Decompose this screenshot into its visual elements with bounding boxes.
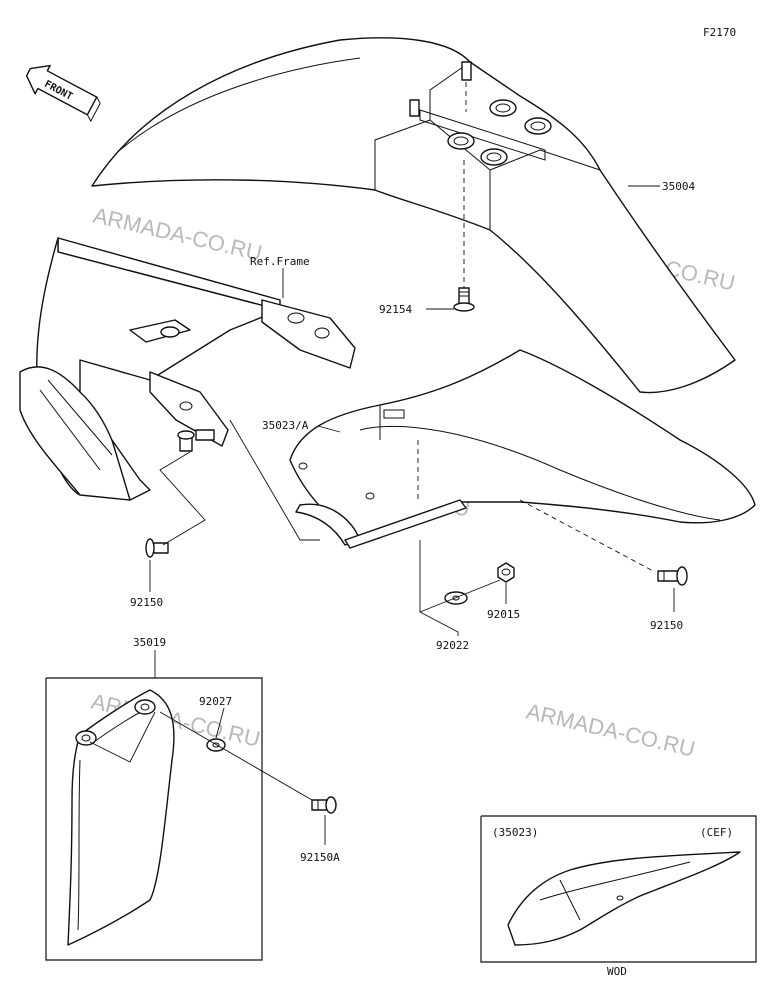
- inset-variant: (CEF): [700, 826, 733, 839]
- mud-flap: [67, 689, 175, 946]
- leader-flap-bolt-axis: [159, 711, 313, 801]
- bolt-92154: [453, 287, 475, 312]
- inset-footer: WOD: [607, 965, 627, 978]
- label-92015: 92015: [487, 608, 520, 621]
- mount-holes: [447, 99, 552, 166]
- inset-part-ref: (35023): [492, 826, 538, 839]
- label-92027: 92027: [199, 695, 232, 708]
- label-92022: 92022: [436, 639, 469, 652]
- inset-cef: (35023) (CEF) WOD: [480, 815, 757, 978]
- front-fender-upper: [91, 37, 736, 394]
- label-35004: 35004: [662, 180, 695, 193]
- bolt-92150-left: [145, 538, 169, 558]
- front-arrow-icon: FRONT: [25, 64, 101, 123]
- label-92154: 92154: [379, 303, 412, 316]
- leader-bolt-path-left: [159, 451, 206, 546]
- label-92150-left: 92150: [130, 596, 163, 609]
- leader-bracket-mount: [229, 419, 320, 541]
- nut-92015: [497, 562, 515, 583]
- figure-code: F2170: [703, 26, 736, 39]
- bolt-92150a: [311, 796, 337, 814]
- flap-group-box: [45, 677, 263, 961]
- ref-frame-label: Ref.Frame: [250, 255, 310, 268]
- leader-92022: [419, 611, 459, 636]
- bolt-92150-right: [657, 566, 688, 586]
- label-92150-right: 92150: [650, 619, 683, 632]
- leader-35023a: [317, 425, 341, 433]
- frame-bracket: [19, 237, 356, 501]
- label-35023a: 35023/A: [262, 419, 309, 432]
- leader-92027: [215, 707, 225, 739]
- leader-flap-holes: [89, 711, 156, 763]
- watermark-5: ARMADA-CO.RU: [524, 699, 698, 762]
- label-92150a: 92150A: [300, 851, 340, 864]
- collar-bolt: [177, 429, 215, 452]
- label-35019: 35019: [133, 636, 166, 649]
- front-fender-lower: [289, 349, 756, 573]
- inset-box: [480, 815, 757, 963]
